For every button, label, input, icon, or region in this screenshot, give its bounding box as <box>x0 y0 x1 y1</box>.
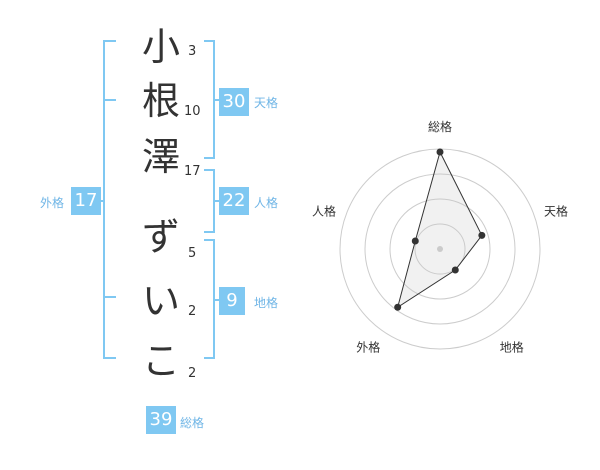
radar-axis-label-2: 天格 <box>544 203 568 218</box>
radar-ring <box>414 223 466 275</box>
gaikaku-value: 17 <box>71 187 101 215</box>
radar-axis-label-1: 総格 <box>428 119 452 134</box>
radar-axis-label-5: 人格 <box>312 203 336 218</box>
radar-point-5 <box>411 237 419 245</box>
name-char-4: ず <box>141 215 180 259</box>
radar-axis-label-3: 地格 <box>500 340 524 355</box>
chikaku-value: 9 <box>219 287 245 315</box>
stroke-count-2: 10 <box>184 104 201 119</box>
stroke-count-4: 5 <box>188 246 197 261</box>
stroke-count-5: 2 <box>188 304 197 319</box>
soukaku-value: 39 <box>146 406 176 434</box>
jinkaku-value: 22 <box>219 187 249 215</box>
radar-point-3 <box>451 266 459 274</box>
jinkaku-label: 人格 <box>254 196 279 210</box>
name-char-2: 根 <box>141 79 180 123</box>
name-char-6: こ <box>141 339 180 383</box>
soukaku-label: 総格 <box>180 416 205 430</box>
radar-axis-label-4: 外格 <box>356 340 380 355</box>
stroke-count-3: 17 <box>184 164 201 179</box>
gaikaku-label: 外格 <box>40 196 65 210</box>
radar-point-4 <box>394 303 402 311</box>
tenkaku-label: 天格 <box>254 96 279 110</box>
tenkaku-value: 30 <box>219 88 249 116</box>
name-char-1: 小 <box>141 25 180 69</box>
radar-series-polygon <box>396 150 483 309</box>
name-char-5: い <box>141 279 180 323</box>
gaikaku-bracket <box>103 40 116 359</box>
stroke-count-6: 2 <box>188 366 197 381</box>
radar-point-2 <box>478 231 486 239</box>
stroke-count-1: 3 <box>188 44 197 59</box>
chikaku-label: 地格 <box>254 296 279 310</box>
radar-point-1 <box>436 148 444 156</box>
radar-ring <box>364 173 516 325</box>
radar-ring <box>389 198 491 300</box>
name-char-3: 澤 <box>141 135 180 179</box>
radar-center-dot <box>437 246 443 252</box>
